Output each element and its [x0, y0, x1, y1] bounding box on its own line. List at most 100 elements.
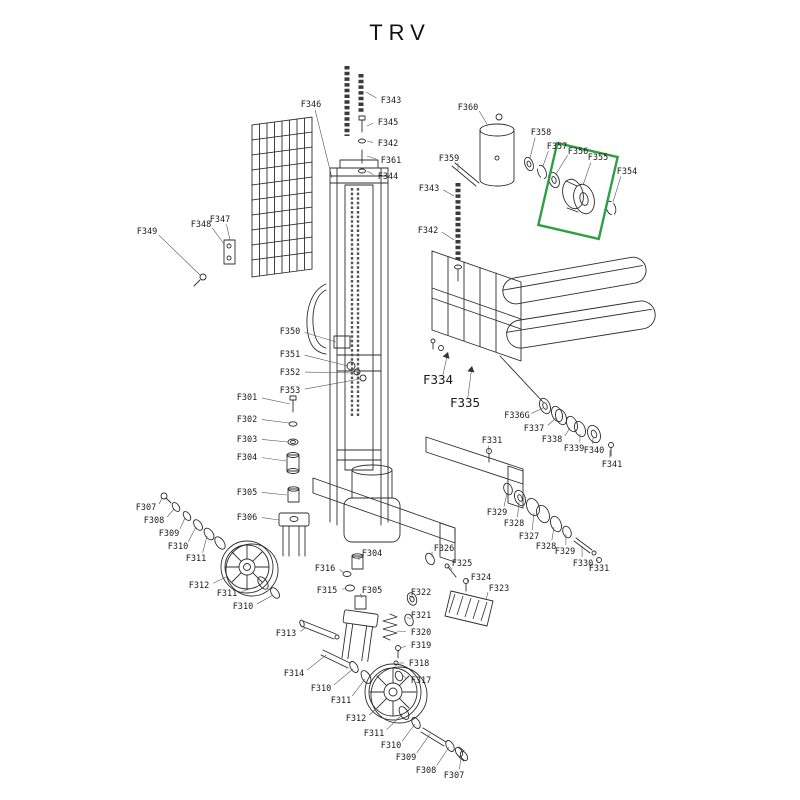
part-label-F327: F327 [519, 532, 539, 542]
leader-F328 [517, 501, 520, 518]
leader-F361 [366, 155, 377, 160]
part-label-F357: F357 [547, 142, 567, 152]
leader-F343 [443, 189, 455, 197]
part-label-F318: F318 [409, 659, 429, 669]
pump-housing [343, 464, 401, 543]
part-label-F316: F316 [315, 564, 335, 574]
part-label-F339: F339 [564, 444, 584, 454]
leader-F342 [366, 140, 374, 143]
part-label-F329: F329 [555, 547, 575, 557]
part-label-F311: F311 [364, 729, 384, 739]
leader-F311 [352, 678, 366, 697]
lift-chain-assembly [344, 66, 366, 174]
part-label-F312: F312 [189, 581, 209, 591]
part-label-F341: F341 [602, 460, 622, 470]
leader-F356 [555, 155, 568, 175]
part-label-F338: F338 [542, 435, 562, 445]
leader-F350 [304, 332, 337, 343]
pedal-assembly [404, 552, 494, 627]
left-washer-chain [160, 492, 280, 599]
leader-F308 [436, 746, 450, 766]
part-label-F305: F305 [237, 488, 257, 498]
part-label-F304: F304 [237, 453, 257, 463]
part-label-F325: F325 [452, 559, 472, 569]
leader-F336G [531, 407, 544, 414]
part-label-F307: F307 [444, 771, 464, 781]
base-legs [312, 436, 524, 563]
leader-F349 [158, 234, 201, 276]
leader-F321 [406, 616, 412, 620]
part-label-F329: F329 [487, 508, 507, 518]
part-label-F354: F354 [617, 167, 637, 177]
fork-carriage [430, 250, 544, 403]
part-label-F308: F308 [416, 766, 436, 776]
part-label-F350: F350 [280, 327, 300, 337]
leader-F331 [488, 445, 490, 453]
leader-F310 [333, 668, 354, 686]
part-label-F356: F356 [568, 147, 588, 157]
part-label-F331: F331 [589, 564, 609, 574]
leader-F351 [304, 354, 349, 367]
part-label-F303: F303 [237, 435, 257, 445]
part-label-F346: F346 [301, 100, 321, 110]
part-label-F311: F311 [331, 696, 351, 706]
leader-F307 [459, 756, 462, 770]
leader-F311 [202, 535, 208, 553]
leader-F311 [241, 584, 262, 592]
part-label-F302: F302 [237, 415, 257, 425]
part-label-F359: F359 [439, 154, 459, 164]
axle-f313 [299, 619, 340, 640]
part-label-F307: F307 [136, 503, 156, 513]
spring-and-fasteners [382, 613, 404, 682]
center-caster-column [342, 553, 367, 610]
leader-F310 [402, 723, 416, 742]
mount-bracket [193, 239, 236, 287]
leader-arrowhead-F334 [442, 352, 450, 359]
part-label-F352: F352 [280, 368, 300, 378]
part-label-F353: F353 [280, 386, 300, 396]
leader-F317 [401, 674, 407, 679]
leader-F319 [400, 645, 407, 649]
part-label-F311: F311 [217, 589, 237, 599]
part-label-F308: F308 [144, 516, 164, 526]
part-label-F312: F312 [346, 714, 366, 724]
part-label-F347: F347 [210, 215, 230, 225]
part-label-F309: F309 [159, 529, 179, 539]
carriage-chain-assembly [451, 162, 480, 282]
part-label-F301: F301 [237, 393, 257, 403]
leader-F352 [304, 371, 355, 374]
part-label-F342: F342 [418, 226, 438, 236]
leader-F346 [314, 109, 333, 179]
part-label-F330: F330 [573, 559, 593, 569]
leader-F316 [339, 569, 345, 574]
part-label-F343: F343 [419, 184, 439, 194]
leader-F303 [261, 439, 289, 443]
part-label-F337: F337 [524, 424, 544, 434]
leader-F357 [542, 150, 549, 167]
leader-F338 [564, 427, 571, 437]
center-wheel-bracket [341, 609, 379, 662]
leader-F323 [485, 591, 489, 601]
leader-arrowhead-F335 [467, 366, 475, 373]
part-label-F348: F348 [191, 220, 211, 230]
part-label-F360: F360 [458, 103, 478, 113]
part-label-F321: F321 [411, 611, 431, 621]
part-label-F349: F349 [137, 227, 157, 237]
part-label-F351: F351 [280, 350, 300, 360]
cylinder [479, 113, 515, 187]
load-backrest-grid [251, 116, 313, 278]
leader-F307 [158, 497, 163, 505]
leader-F327 [531, 512, 535, 531]
center-axle-chain [398, 706, 469, 762]
leader-F305 [261, 492, 288, 496]
leader-F358 [529, 137, 536, 159]
leader-F315 [341, 587, 347, 590]
part-label-F342: F342 [378, 139, 398, 149]
leader-F347 [226, 224, 231, 241]
part-label-F317: F317 [411, 676, 431, 686]
part-label-F345: F345 [378, 118, 398, 128]
pedal-hatching [448, 593, 488, 622]
